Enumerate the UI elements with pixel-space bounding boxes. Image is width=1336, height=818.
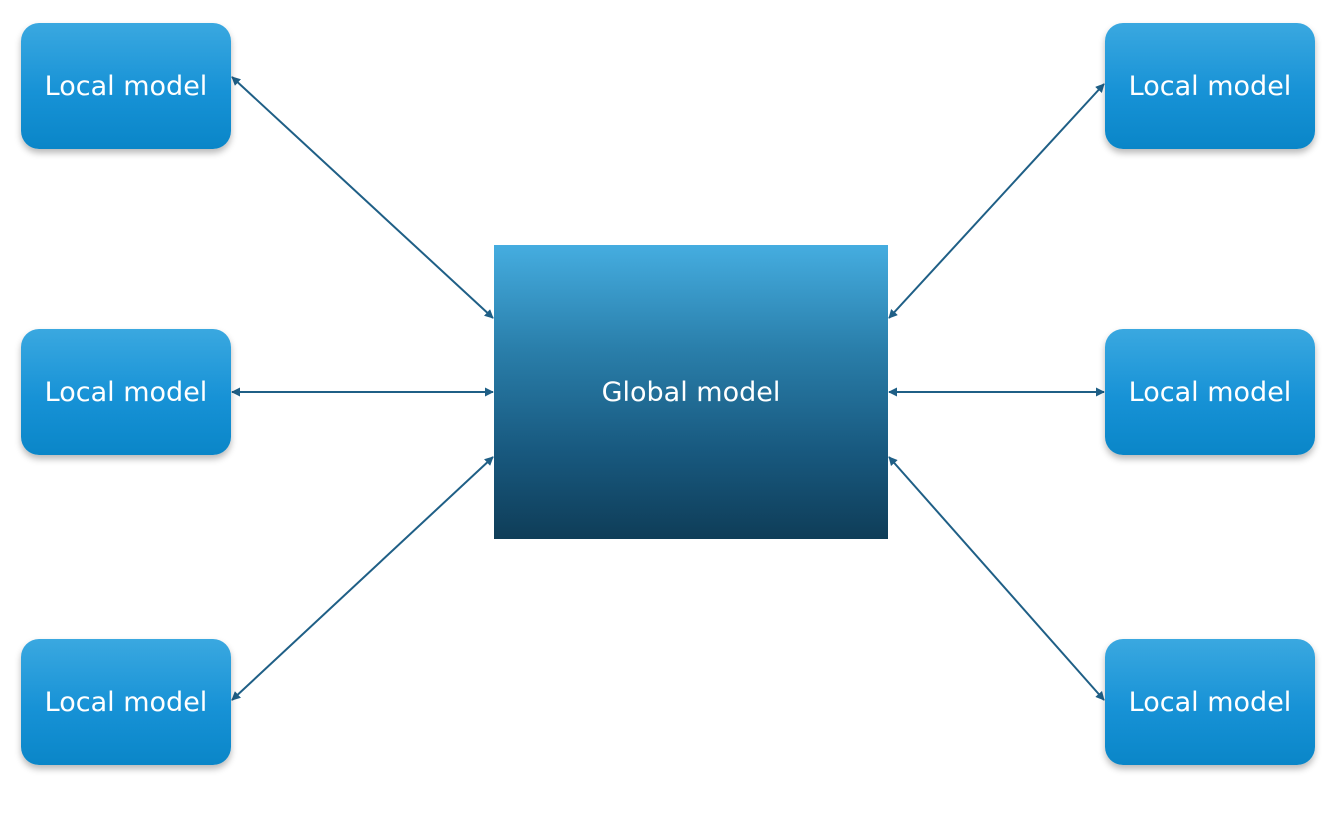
local-model-node-middle-left: Local model <box>21 329 231 455</box>
local-model-node-middle-right: Local model <box>1105 329 1315 455</box>
local-model-label: Local model <box>1128 70 1292 102</box>
connector-top-right <box>888 83 1105 319</box>
local-model-node-bottom-left: Local model <box>21 639 231 765</box>
local-model-node-bottom-right: Local model <box>1105 639 1315 765</box>
global-model-node: Global model <box>494 245 888 539</box>
global-model-label: Global model <box>601 376 781 408</box>
local-model-node-top-left: Local model <box>21 23 231 149</box>
connector-bottom-left <box>231 456 494 701</box>
connector-top-left <box>231 76 494 319</box>
local-model-label: Local model <box>44 376 208 408</box>
local-model-label: Local model <box>44 70 208 102</box>
local-model-node-top-right: Local model <box>1105 23 1315 149</box>
local-model-label: Local model <box>1128 686 1292 718</box>
connector-bottom-right <box>888 456 1105 701</box>
local-model-label: Local model <box>44 686 208 718</box>
local-model-label: Local model <box>1128 376 1292 408</box>
